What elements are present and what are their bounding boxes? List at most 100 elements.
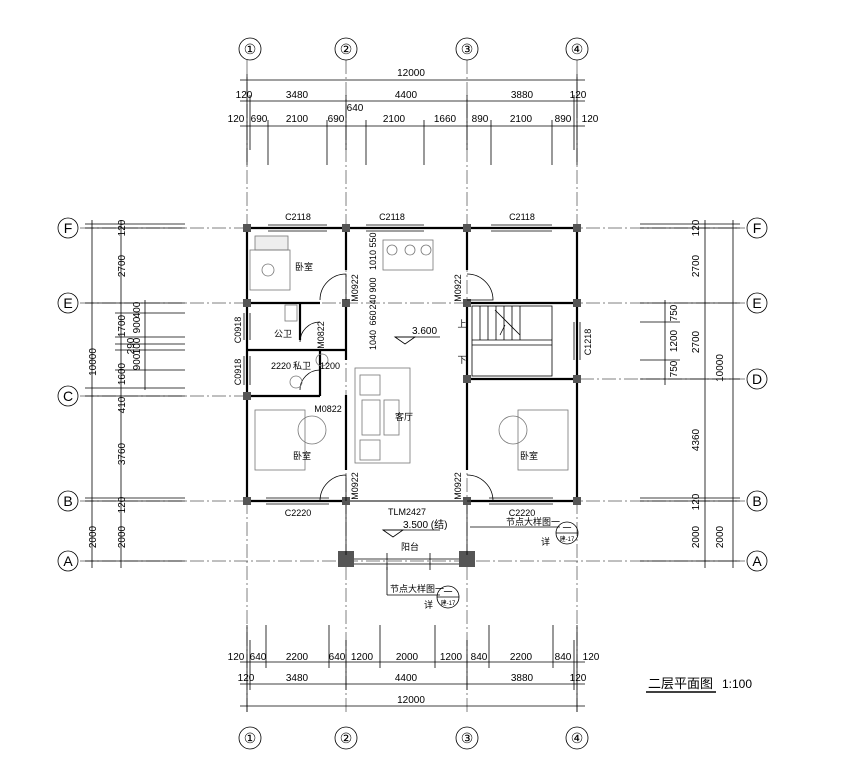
building-walls — [243, 224, 581, 570]
axis-F-right: F — [753, 220, 762, 236]
top-dim-r1-0: 120 — [236, 90, 253, 101]
level-main: 3.600 — [412, 326, 437, 337]
axis-1-top: ① — [244, 41, 257, 57]
callout-right-sheet: 建-17 — [560, 535, 575, 543]
right-dim-5: 2000 — [691, 525, 702, 548]
axis-A-left: A — [63, 553, 73, 569]
bottom-dim-r2-8: 2200 — [510, 652, 533, 663]
bottom-dim-r1-1: 3480 — [286, 673, 309, 684]
left-inner-3: 100 — [132, 337, 143, 354]
axis-2-top: ② — [340, 41, 353, 57]
window-label-c2220-2: C2220 — [509, 508, 536, 518]
axis-bubbles-left: F E C B A — [57, 217, 79, 572]
left-dim-3: 1600 — [117, 362, 128, 385]
bottom-dim-r2-4: 1200 — [351, 652, 374, 663]
axis-4-bottom: ④ — [571, 730, 584, 746]
axis-1-bottom: ① — [244, 730, 257, 746]
window-label-c2118-3: C2118 — [509, 212, 535, 222]
top-overall-dim: 12000 — [397, 68, 425, 79]
left-dim-4: 410 — [117, 396, 128, 413]
right-dim-2: 2700 — [691, 330, 702, 353]
top-dim-r2-6: 890 — [472, 114, 489, 125]
detail-callout-bottom: 节点大样图一 详 一 建-17 — [386, 567, 460, 610]
right-inner-2: 750 — [669, 360, 680, 377]
level-balcony: 3.500 (结) — [403, 518, 447, 531]
axis-E-left: E — [63, 295, 72, 311]
left-dim-0: 120 — [117, 219, 128, 236]
top-dim-r2-5: 1660 — [434, 114, 457, 125]
interior-dim-240: 240 — [368, 294, 378, 309]
callout-right-ref: 详 — [541, 536, 550, 547]
top-dim-r2-2: 2100 — [286, 114, 309, 125]
window-label-c0918-1: C0918 — [233, 317, 243, 344]
top-dim-r1-3: 3880 — [511, 90, 534, 101]
interior-dim-660: 660 — [368, 310, 378, 325]
bottom-dim-r2-1: 640 — [250, 652, 267, 663]
window-label-c2118-1: C2118 — [285, 212, 311, 222]
top-dim-r1-extra: 640 — [347, 103, 364, 114]
door-label-m0822-2: M0822 — [314, 404, 342, 414]
window-label-c0918-2: C0918 — [233, 359, 243, 386]
right-dim-3: 4360 — [691, 428, 702, 451]
left-dim-6: 120 — [117, 496, 128, 513]
left-inner-2: 290 — [126, 337, 137, 354]
bottom-dim-r2-3: 640 — [329, 652, 346, 663]
left-dim-5: 3760 — [117, 442, 128, 465]
axis-4-top: ④ — [571, 41, 584, 57]
bottom-dim-r2-6: 1200 — [440, 652, 463, 663]
right-dimension-lines: 10000 120 2700 2700 4360 120 2000 2000 7… — [640, 219, 740, 568]
bottom-dim-r2-10: 120 — [583, 652, 600, 663]
door-label-m0922-3: M0922 — [350, 472, 360, 500]
interior-dim-1040: 1040 — [368, 330, 378, 350]
staircase — [471, 305, 553, 377]
bottom-dim-r1-2: 4400 — [395, 673, 418, 684]
top-dim-r1-2: 4400 — [395, 90, 418, 101]
bottom-dim-r2-5: 2000 — [396, 652, 419, 663]
window-label-c2220-1: C2220 — [285, 508, 312, 518]
left-far-dim: 2000 — [88, 525, 99, 548]
interior-dim-550: 550 — [368, 232, 378, 247]
right-inner-1: 1200 — [669, 329, 680, 352]
door-label-m0822-1: M0822 — [316, 321, 326, 349]
drawing-title: 二层平面图 — [648, 676, 713, 691]
right-inner-0: 750 — [669, 304, 680, 321]
door-label-m0922-1: M0922 — [350, 274, 360, 302]
balcony-label: 阳台 — [401, 541, 419, 552]
callout-bottom-num: 一 — [443, 587, 452, 597]
axis-C-left: C — [63, 388, 73, 404]
bottom-dim-r2-7: 840 — [471, 652, 488, 663]
axis-E-right: E — [752, 295, 761, 311]
interior-dim-1010: 1010 — [368, 250, 378, 270]
bottom-dim-r1-0: 120 — [238, 673, 255, 684]
left-dim-7: 2000 — [117, 525, 128, 548]
left-dim-2: 1700 — [117, 314, 128, 337]
axis-B-left: B — [63, 493, 72, 509]
bottom-dim-r2-0: 120 — [228, 652, 245, 663]
room-label-living: 客厅 — [395, 411, 413, 422]
room-label-bedroom-sw: 卧室 — [293, 450, 311, 461]
detail-callout-right: 节点大样图一 详 一 建-17 — [470, 516, 579, 547]
left-overall-dim: 10000 — [88, 348, 99, 376]
right-far-dim: 2000 — [715, 525, 726, 548]
top-dim-r2-7: 2100 — [510, 114, 533, 125]
window-label-c1218: C1218 — [583, 329, 593, 356]
door-label-m0922-2: M0922 — [453, 274, 463, 302]
bottom-dim-r2-9: 840 — [555, 652, 572, 663]
door-label-m0922-4: M0922 — [453, 472, 463, 500]
right-dim-0: 120 — [691, 219, 702, 236]
left-inner-0: 400 — [132, 301, 143, 318]
bottom-dim-r1-4: 120 — [570, 673, 587, 684]
top-dimension-lines: 12000 120 3480 4400 3880 120 640 120 690… — [228, 68, 599, 165]
axis-bubbles-bottom: ① ② ③ ④ — [238, 726, 589, 750]
bottom-dim-r2-2: 2200 — [286, 652, 309, 663]
room-label-bedroom-nw: 卧室 — [295, 261, 313, 272]
axis-3-bottom: ③ — [461, 730, 474, 746]
right-dim-1: 2700 — [691, 254, 702, 277]
interior-dim-1200: 1200 — [320, 361, 340, 371]
axis-B-right: B — [752, 493, 761, 509]
bottom-dim-r1-3: 3880 — [511, 673, 534, 684]
axis-3-top: ③ — [461, 41, 474, 57]
callout-bottom-text: 节点大样图一 — [390, 583, 444, 594]
axis-2-bottom: ② — [340, 730, 353, 746]
